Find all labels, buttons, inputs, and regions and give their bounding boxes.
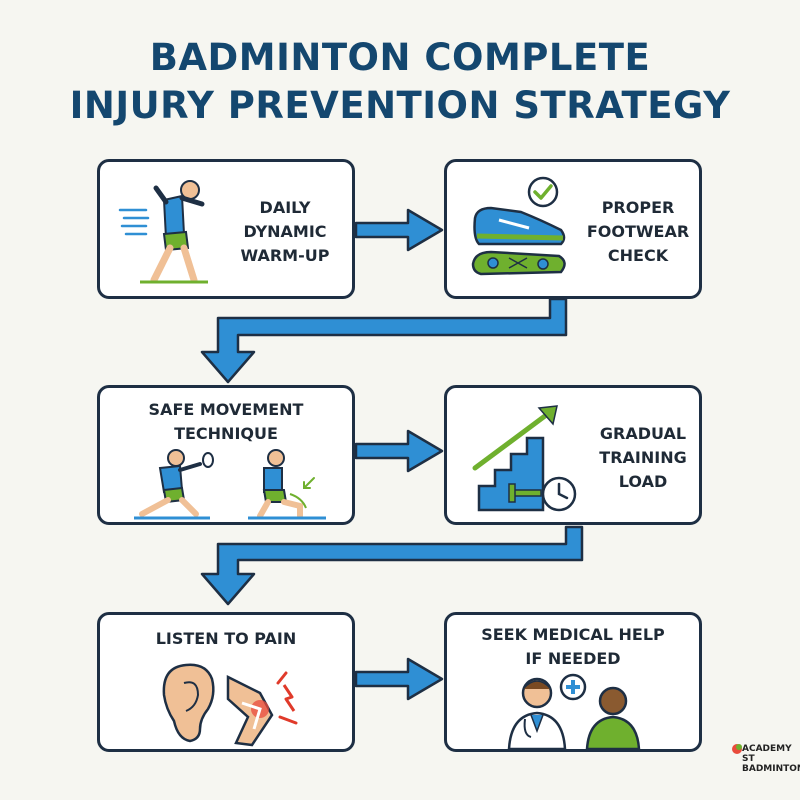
step-2-line-3: CHECK	[607, 246, 669, 265]
step-card-warm-up: DAILY DYNAMIC WARM-UP	[97, 159, 355, 299]
stretching-person-icon	[118, 180, 208, 284]
step-label-warm-up: DAILY DYNAMIC WARM-UP	[220, 196, 350, 268]
academy-logo: ACADEMY ST BADMINTON	[730, 742, 800, 782]
step-card-medical-help: SEEK MEDICAL HELP IF NEEDED	[444, 612, 702, 752]
arrow-elbow-1	[200, 297, 568, 384]
ear-knee-pain-icon	[162, 663, 298, 747]
title-line-2: INJURY PREVENTION STRATEGY	[69, 84, 731, 127]
logo-line-2: ST BADMINTON	[742, 754, 800, 774]
step-1-line-1: DAILY	[259, 198, 311, 217]
step-1-line-2: DYNAMIC	[243, 222, 327, 241]
step-3-line-1: SAFE MOVEMENT	[148, 400, 304, 419]
step-card-technique: SAFE MOVEMENT TECHNIQUE	[97, 385, 355, 525]
step-5-line-1: LISTEN TO PAIN	[155, 629, 297, 648]
logo-text: ACADEMY ST BADMINTON	[742, 744, 800, 774]
page-title: BADMINTON COMPLETE INJURY PREVENTION STR…	[0, 34, 800, 130]
arrow-right-3	[354, 657, 444, 701]
step-6-line-2: IF NEEDED	[525, 649, 621, 668]
doctor-patient-icon	[507, 673, 641, 749]
step-label-listen-pain: LISTEN TO PAIN	[100, 627, 352, 651]
step-2-line-1: PROPER	[601, 198, 675, 217]
arrow-elbow-2	[200, 525, 584, 606]
arrow-right-1	[354, 208, 444, 252]
step-label-medical-help: SEEK MEDICAL HELP IF NEEDED	[447, 623, 699, 671]
logo-line-1: ACADEMY	[742, 744, 792, 754]
step-4-line-3: LOAD	[618, 472, 668, 491]
lunge-technique-icon	[134, 449, 326, 520]
step-label-footwear: PROPER FOOTWEAR CHECK	[577, 196, 699, 268]
title-line-1: BADMINTON COMPLETE	[149, 36, 651, 79]
step-card-footwear: PROPER FOOTWEAR CHECK	[444, 159, 702, 299]
step-card-training-load: GRADUAL TRAINING LOAD	[444, 385, 702, 525]
arrow-right-2	[354, 429, 444, 473]
step-2-line-2: FOOTWEAR	[586, 222, 690, 241]
shoe-check-icon	[471, 176, 566, 276]
step-1-line-3: WARM-UP	[240, 246, 330, 265]
logo-mark-icon	[732, 744, 742, 754]
step-3-line-2: TECHNIQUE	[174, 424, 278, 443]
step-4-line-2: TRAINING	[599, 448, 687, 467]
step-label-training-load: GRADUAL TRAINING LOAD	[587, 422, 699, 494]
step-label-technique: SAFE MOVEMENT TECHNIQUE	[100, 398, 352, 446]
step-card-listen-pain: LISTEN TO PAIN	[97, 612, 355, 752]
step-6-line-1: SEEK MEDICAL HELP	[481, 625, 665, 644]
stairs-growth-icon	[472, 405, 577, 512]
step-4-line-1: GRADUAL	[599, 424, 687, 443]
